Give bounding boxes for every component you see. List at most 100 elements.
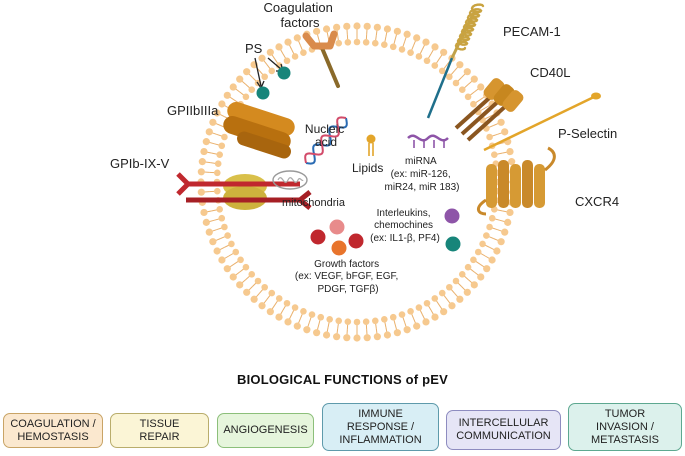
function-boxes: COAGULATION / HEMOSTASIS TISSUE REPAIR A…	[0, 403, 685, 453]
p-selectin-icon	[483, 92, 601, 152]
lipid-tail	[241, 80, 247, 85]
lipid-head	[291, 304, 299, 311]
lipid-head	[506, 147, 514, 156]
lipid-tail	[411, 45, 415, 51]
lipid-head	[446, 283, 453, 291]
lipid-head	[407, 308, 414, 315]
lipid-tail	[436, 300, 440, 306]
function-angiogenesis: ANGIOGENESIS	[217, 413, 314, 448]
lipid-tail	[461, 286, 466, 291]
lipid-head	[221, 133, 228, 141]
lipid-tail	[457, 76, 463, 82]
lipid-head	[422, 318, 430, 326]
lipid-tail	[255, 292, 260, 298]
lipid-head	[504, 218, 512, 226]
ps-label: PS	[245, 41, 263, 56]
lipid-head	[470, 75, 478, 83]
lipid-tail	[394, 34, 398, 40]
lipid-head	[209, 238, 217, 246]
coagulation-factors-label: Coagulation factors	[263, 0, 336, 30]
lipid-tail	[499, 219, 505, 223]
lipid-tail	[457, 282, 463, 288]
lipid-tail	[411, 313, 415, 319]
lipid-head	[491, 151, 498, 158]
lipid-tail	[492, 133, 498, 137]
lipid-head	[213, 169, 221, 177]
lipid-head	[254, 277, 262, 285]
lipid-tail	[216, 133, 222, 137]
lipid-tail	[428, 305, 432, 311]
lipid-tail	[228, 253, 234, 257]
lipid-tail	[248, 286, 253, 291]
lipid-head	[448, 302, 456, 310]
lipid-tail	[248, 73, 253, 78]
lipid-head	[456, 61, 464, 69]
lipid-tail	[443, 295, 448, 300]
lipid-tail	[211, 229, 218, 232]
lipid-tail	[229, 96, 235, 101]
lipid-head	[218, 214, 226, 222]
lipid-tail	[480, 107, 486, 111]
lipid-head	[470, 281, 478, 289]
lipid-tail	[428, 53, 432, 59]
lipid-head	[322, 25, 331, 33]
lipid-tail	[224, 255, 230, 259]
lipid-head	[202, 138, 210, 146]
lipid-head	[229, 83, 237, 91]
lipid-head	[470, 256, 477, 264]
lipid-tail	[413, 40, 417, 46]
lipid-head	[213, 109, 221, 117]
lipid-tail	[235, 88, 240, 93]
lipid-tail	[467, 80, 473, 85]
lipid-head	[393, 329, 401, 337]
mitochondria-label: mitochondria	[282, 197, 346, 209]
lipid-head	[322, 331, 331, 339]
lipid-head	[431, 313, 439, 321]
lipid-head	[423, 299, 431, 307]
lipid-tail	[288, 314, 292, 320]
lipid-head	[407, 49, 414, 56]
lipid-tail	[337, 35, 339, 41]
lipid-tail	[337, 323, 339, 329]
lipid-head	[232, 248, 240, 256]
phosphatidylserine-icon	[254, 57, 291, 100]
lipid-tail	[299, 313, 303, 319]
gpib-ix-v-label: GPIb-IX-V	[110, 156, 170, 171]
lipid-head	[248, 86, 256, 93]
lipid-tail	[479, 263, 485, 268]
lipid-head	[205, 228, 213, 236]
lipid-head	[197, 188, 205, 196]
lipid-tail	[288, 44, 292, 50]
lipid-head	[283, 57, 291, 65]
lipid-tail	[493, 238, 499, 242]
lipid-head	[488, 214, 496, 222]
lipid-head	[213, 247, 221, 255]
lipid-head	[333, 23, 341, 31]
lipid-head	[477, 83, 485, 91]
nucleic-acid-label: Nucleic acid	[305, 122, 347, 149]
lipid-head	[452, 277, 460, 285]
lipid-head	[216, 206, 223, 213]
lipid-tail	[282, 53, 286, 59]
lipid-head	[381, 41, 388, 48]
lipid-head	[209, 118, 217, 126]
lipid-head	[456, 295, 464, 303]
lipid-tail	[422, 44, 426, 50]
lipid-tail	[280, 49, 284, 55]
mirna-icon	[407, 134, 449, 148]
lipid-head	[344, 38, 352, 46]
lipid-head	[486, 133, 493, 141]
lipids-label: Lipids	[352, 161, 383, 175]
lipid-head	[248, 271, 256, 278]
lipid-head	[501, 128, 509, 136]
lipid-head	[383, 331, 392, 339]
gpiibiiia-icon	[223, 101, 295, 159]
lipid-tail	[450, 289, 455, 294]
function-intercellular-communication: INTERCELLULAR COMMUNICATION	[446, 410, 561, 450]
lipid-head	[506, 208, 514, 217]
lipid-tail	[393, 319, 396, 326]
lipid-head	[371, 39, 379, 47]
lipid-tail	[375, 323, 377, 329]
lipid-tail	[308, 317, 312, 323]
lipid-head	[300, 49, 307, 56]
